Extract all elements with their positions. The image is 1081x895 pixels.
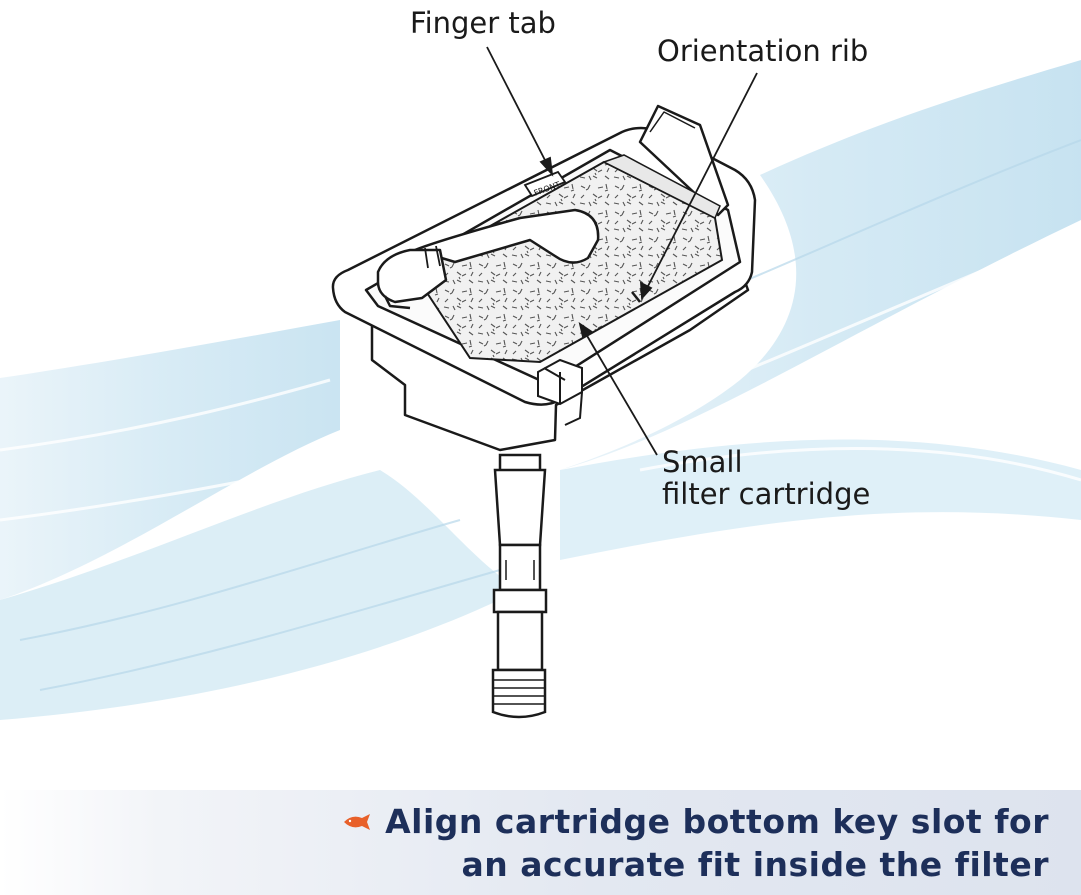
caption-line-2: an accurate fit inside the filter (461, 845, 1049, 884)
water-splash (0, 60, 1081, 720)
corner-clip (537, 358, 583, 426)
orientation-rib-label: Orientation rib (657, 34, 869, 68)
caption-banner: Align cartridge bottom key slot for an a… (0, 790, 1081, 895)
caption-line-1: Align cartridge bottom key slot for (385, 802, 1049, 841)
cartridge-label-line2: filter cartridge (662, 477, 871, 511)
orientation-rib-mark (631, 291, 641, 303)
cartridge-label-line1: Small (662, 445, 743, 479)
fish-icon (344, 814, 370, 830)
finger-tab-label: Finger tab (410, 6, 556, 40)
intake-tube (491, 453, 548, 719)
leader-lines (486, 46, 758, 456)
bypass-handle (376, 208, 600, 310)
